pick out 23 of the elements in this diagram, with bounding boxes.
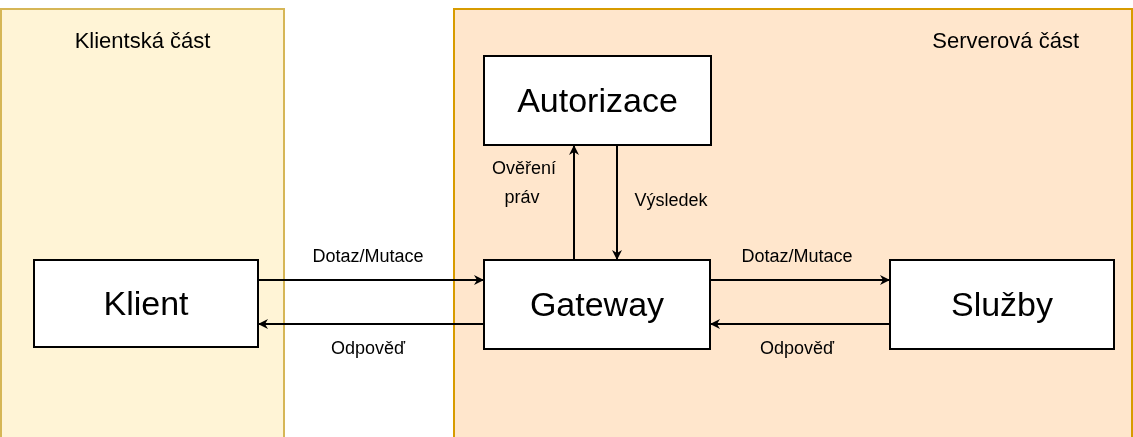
edge-label: Odpověď	[759, 336, 835, 360]
edge-label: Dotaz/Mutace	[312, 244, 424, 268]
box-label: Autorizace	[517, 81, 678, 120]
panel-title: Serverová část	[932, 28, 1079, 54]
edge-label: Výsledek	[634, 188, 708, 212]
panel-title: Klientská část	[74, 28, 211, 54]
arrow	[258, 275, 484, 285]
process-box	[33, 259, 259, 348]
arrow	[612, 145, 622, 260]
group-panel	[453, 8, 1133, 437]
arrow	[258, 319, 484, 329]
box-label: Klient	[103, 284, 189, 323]
box-label: Služby	[950, 285, 1054, 324]
edge-label: Dotaz/Mutace	[741, 244, 853, 268]
arrow	[710, 319, 890, 329]
process-box	[483, 259, 711, 350]
group-panel	[0, 8, 285, 437]
arrow	[710, 275, 890, 285]
box-label: Gateway	[529, 285, 665, 324]
process-box	[483, 55, 712, 146]
edge-label: Odpověď	[330, 336, 406, 360]
process-box	[889, 259, 1115, 350]
arrow	[569, 145, 579, 260]
